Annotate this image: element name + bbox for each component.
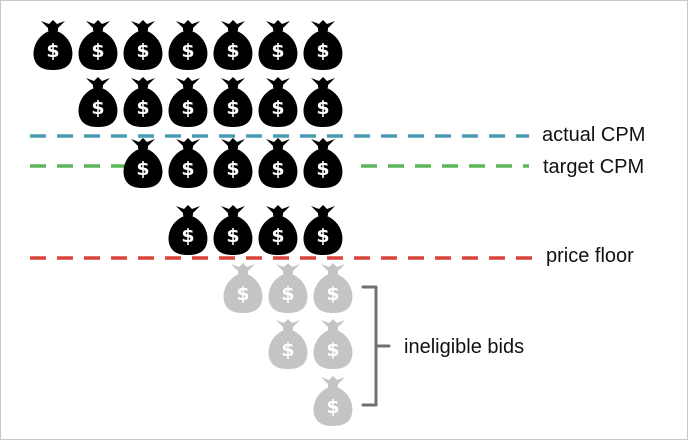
money-bag-icon: $ <box>168 20 208 70</box>
dollar-sign: $ <box>236 283 249 305</box>
dollar-sign: $ <box>181 225 194 247</box>
money-bag-icon: $ <box>168 138 208 188</box>
money-bag-icon-ineligible: $ <box>313 263 353 313</box>
dollar-sign: $ <box>326 396 339 418</box>
money-bag-icon-ineligible: $ <box>313 376 353 426</box>
dollar-sign: $ <box>326 339 339 361</box>
money-bag-icon: $ <box>258 77 298 127</box>
money-bag-icon-ineligible: $ <box>313 319 353 369</box>
money-bag-icon-ineligible: $ <box>268 263 308 313</box>
dollar-sign: $ <box>91 97 104 119</box>
money-bag-icon: $ <box>168 205 208 255</box>
dollar-sign: $ <box>316 158 329 180</box>
ineligible-bids-label: ineligible bids <box>404 336 525 358</box>
dollar-sign: $ <box>271 97 284 119</box>
money-bag-icon-ineligible: $ <box>268 319 308 369</box>
dollar-sign: $ <box>271 158 284 180</box>
dollar-sign: $ <box>181 97 194 119</box>
target-cpm-label: target CPM <box>543 156 645 178</box>
dollar-sign: $ <box>326 283 339 305</box>
money-bag-icon: $ <box>123 77 163 127</box>
money-bag-icon: $ <box>258 138 298 188</box>
dollar-sign: $ <box>181 40 194 62</box>
dollar-sign: $ <box>136 40 149 62</box>
dollar-sign: $ <box>316 225 329 247</box>
dollar-sign: $ <box>181 158 194 180</box>
dollar-sign: $ <box>91 40 104 62</box>
money-bag-icon: $ <box>213 138 253 188</box>
dollar-sign: $ <box>46 40 59 62</box>
money-bag-icon: $ <box>258 20 298 70</box>
money-bag-icon: $ <box>33 20 73 70</box>
price-floor-label: price floor <box>546 245 634 267</box>
actual-cpm-label: actual CPM <box>542 124 646 146</box>
money-bag-icon: $ <box>213 20 253 70</box>
money-bag-icon: $ <box>168 77 208 127</box>
dollar-sign: $ <box>281 339 294 361</box>
money-bag-icon: $ <box>123 138 163 188</box>
money-bag-icon: $ <box>213 77 253 127</box>
dollar-sign: $ <box>271 40 284 62</box>
money-bag-icon: $ <box>213 205 253 255</box>
dollar-sign: $ <box>226 97 239 119</box>
dollar-sign: $ <box>136 158 149 180</box>
money-bag-icon: $ <box>303 138 343 188</box>
money-bag-icon: $ <box>303 20 343 70</box>
dollar-sign: $ <box>316 40 329 62</box>
money-bag-icon: $ <box>303 77 343 127</box>
dollar-sign: $ <box>226 225 239 247</box>
eligible-bids-group: $ $ $ $ $ $ $ $ $ $ $ $ $ $ $ $ $ $ $ $ $ $ <box>33 20 343 255</box>
money-bag-icon: $ <box>123 20 163 70</box>
money-bag-icon: $ <box>303 205 343 255</box>
dollar-sign: $ <box>316 97 329 119</box>
dollar-sign: $ <box>226 40 239 62</box>
dollar-sign: $ <box>136 97 149 119</box>
dollar-sign: $ <box>226 158 239 180</box>
ineligible-bids-bracket <box>361 285 391 407</box>
money-bag-icon-ineligible: $ <box>223 263 263 313</box>
ineligible-bids-group: $ $ $ $ $ $ <box>223 263 353 426</box>
money-bag-icon: $ <box>258 205 298 255</box>
money-bag-icon: $ <box>78 77 118 127</box>
dollar-sign: $ <box>271 225 284 247</box>
dollar-sign: $ <box>281 283 294 305</box>
money-bag-icon: $ <box>78 20 118 70</box>
